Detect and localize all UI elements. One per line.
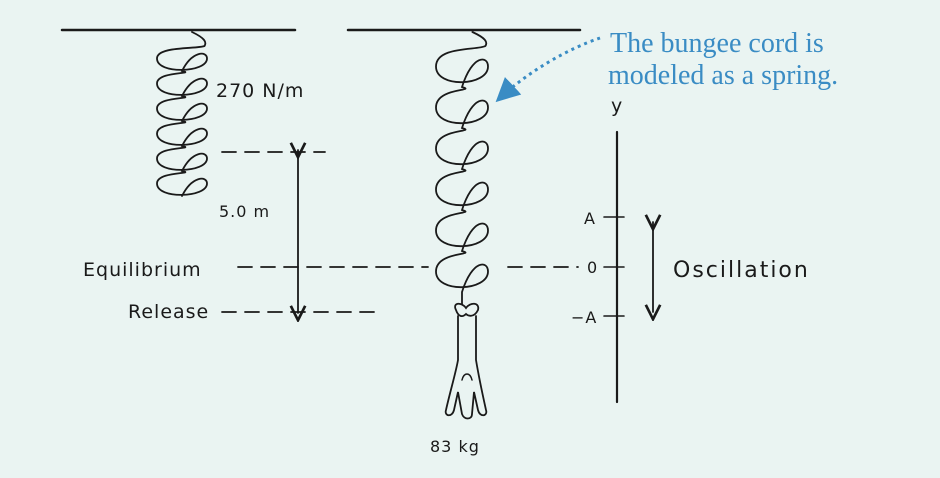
mass-label: 83 kg bbox=[430, 437, 480, 456]
callout-line-1: The bungee cord is bbox=[610, 28, 824, 59]
jumper-figure bbox=[444, 302, 488, 420]
spring-constant-label: 270 N/m bbox=[216, 80, 304, 102]
stretch-length-label: 5.0 m bbox=[219, 202, 270, 221]
tick-label-0: 0 bbox=[587, 258, 598, 277]
left-spring-coil bbox=[156, 31, 208, 197]
right-spring-coil bbox=[435, 31, 489, 305]
tick-label-minus-A: −A bbox=[571, 308, 597, 327]
equilibrium-label: Equilibrium bbox=[83, 259, 202, 281]
unstretched-spring bbox=[156, 31, 208, 197]
callout-line-2: modeled as a spring. bbox=[608, 60, 838, 91]
oscillation-label: Oscillation bbox=[673, 258, 810, 283]
release-label: Release bbox=[128, 301, 209, 323]
stretched-spring bbox=[435, 31, 489, 305]
y-axis-label: y bbox=[611, 95, 623, 117]
callout-arrow bbox=[495, 36, 601, 103]
tick-label-A: A bbox=[584, 209, 596, 228]
